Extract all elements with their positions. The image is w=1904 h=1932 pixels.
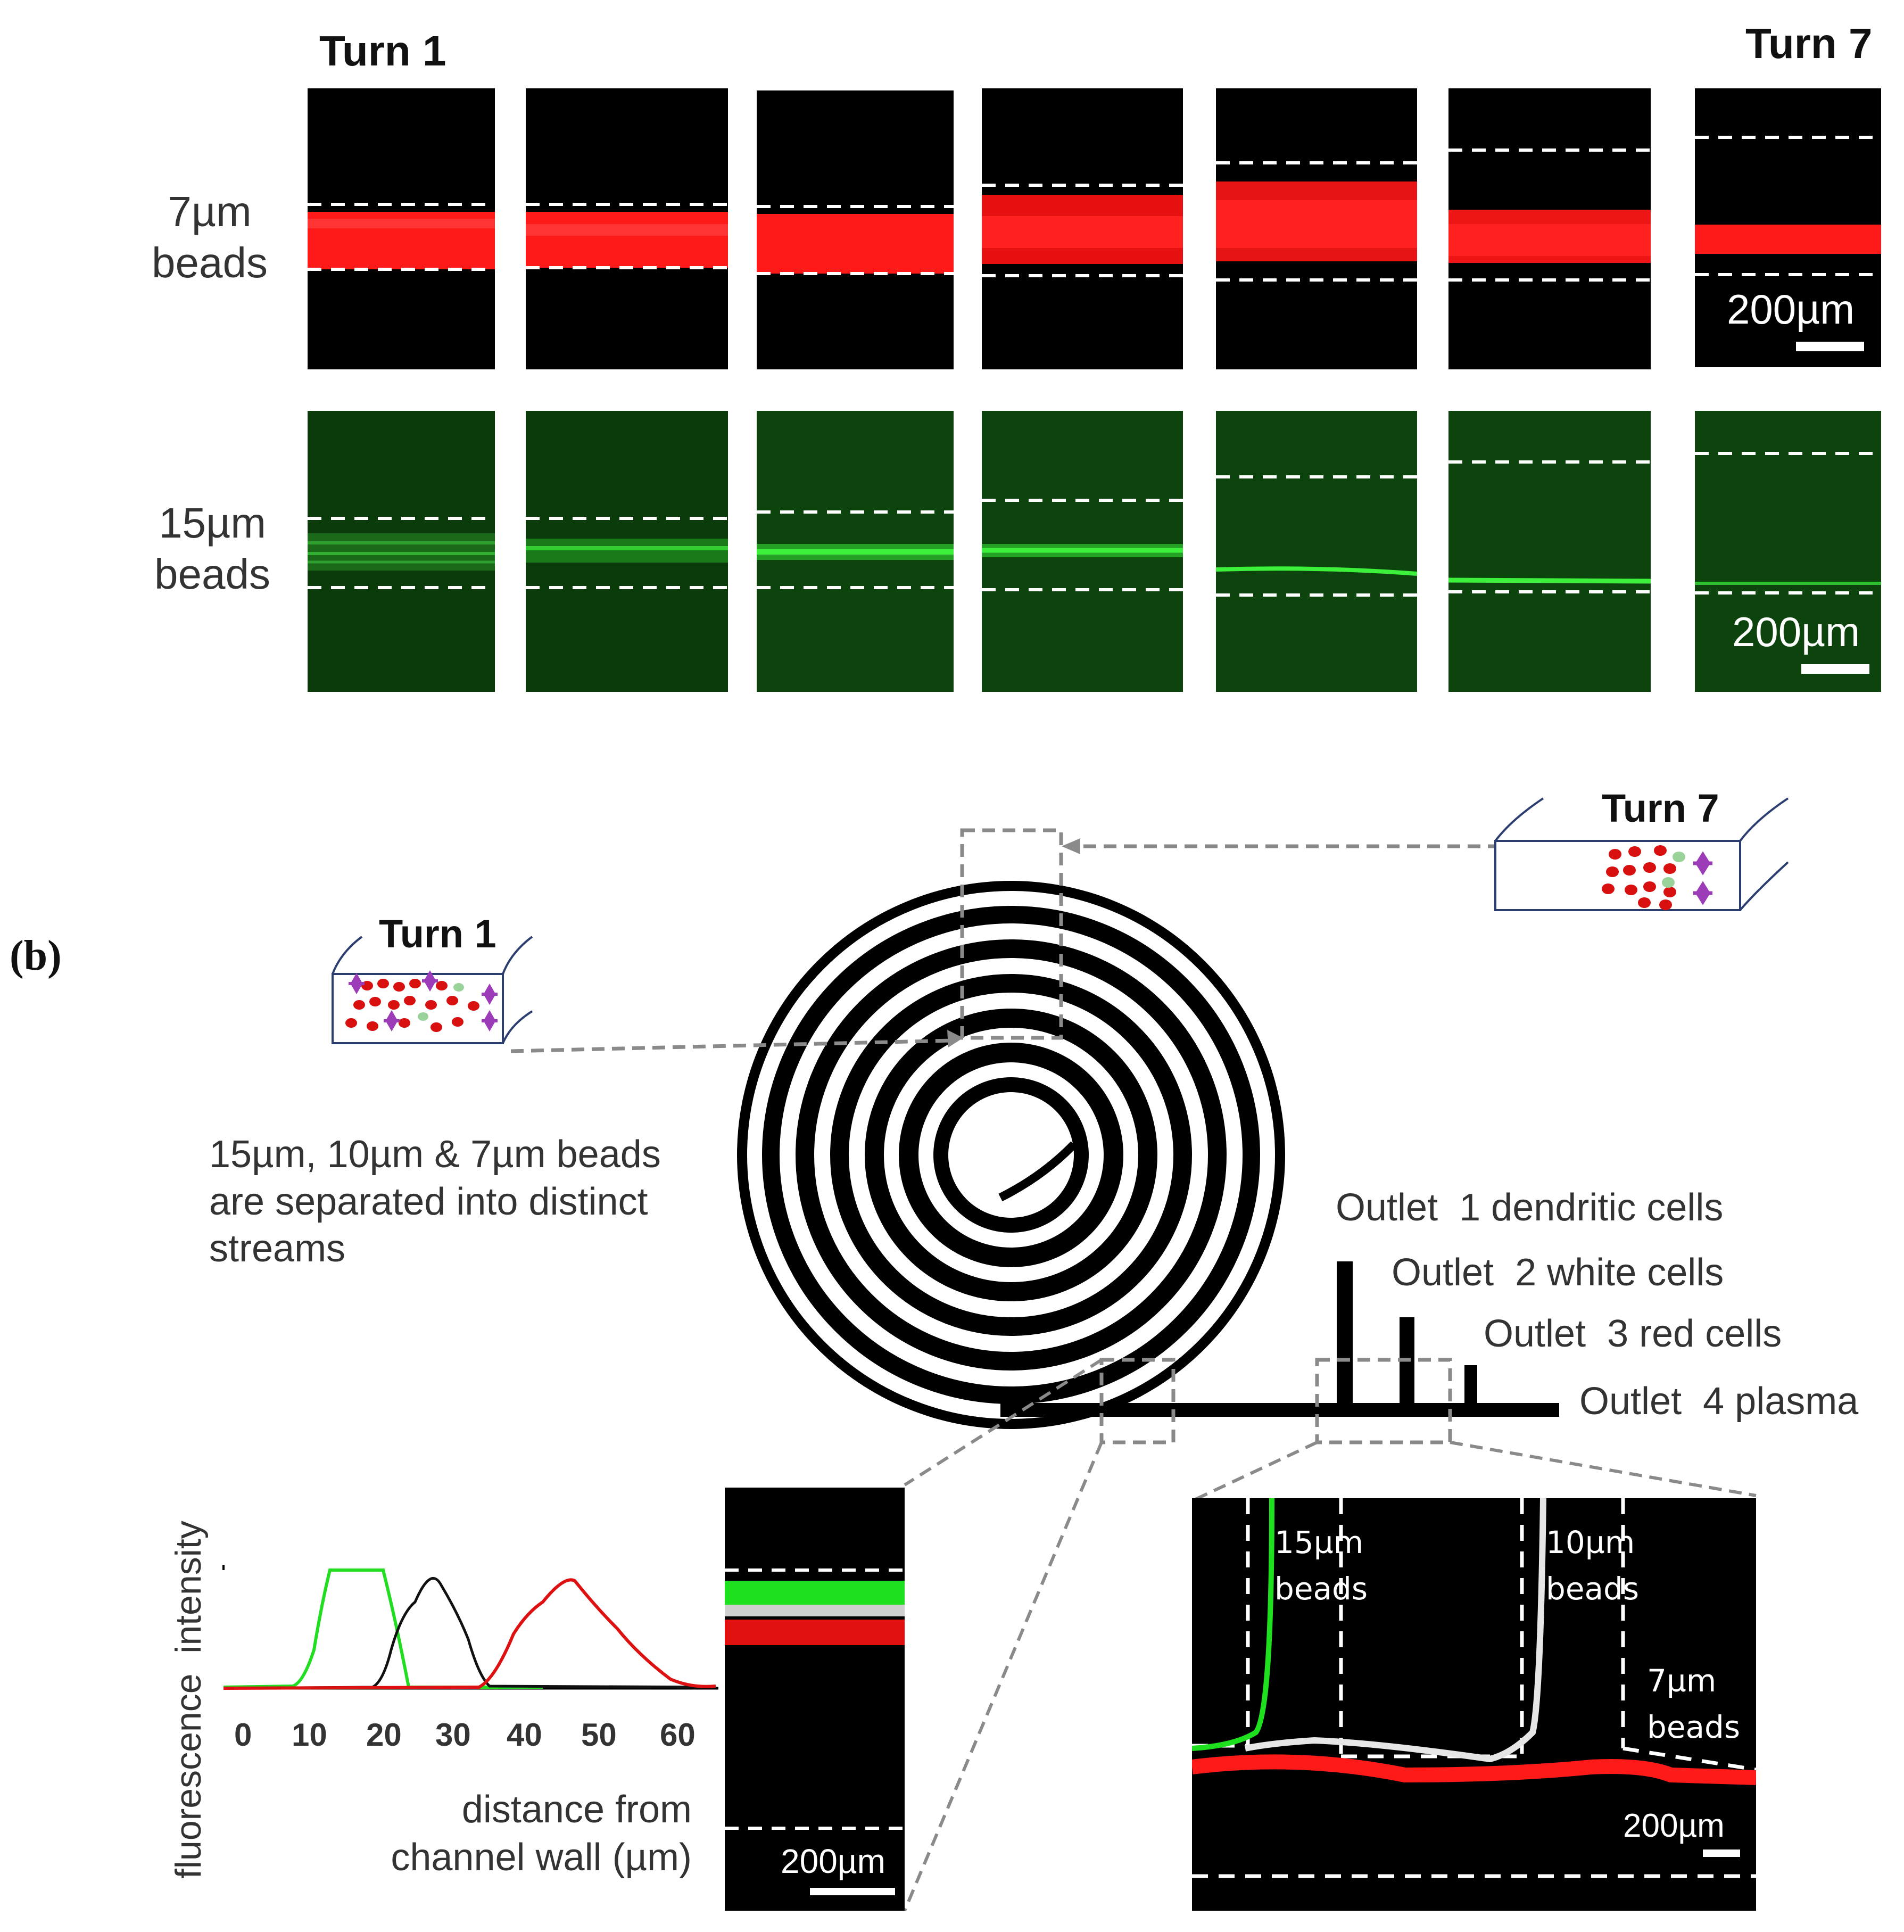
outlet-3-label: Outlet 3 red cells — [1484, 1312, 1782, 1355]
inset-scale-bar — [810, 1888, 895, 1895]
red-panel-6 — [1448, 88, 1651, 369]
separation-description: 15µm, 10µm & 7µm beads are separated int… — [209, 1133, 661, 1270]
red-scale-bar — [1796, 342, 1864, 351]
x-tick: 20 — [366, 1717, 402, 1753]
x-tick: 50 — [581, 1717, 617, 1753]
green-scale-label: 200µm — [1732, 608, 1860, 655]
turn-1-box-label: Turn 1 — [379, 912, 496, 956]
red-scale-label: 200µm — [1727, 286, 1855, 333]
green-panel-1 — [308, 411, 495, 692]
row-red-label: 7µm beads — [152, 188, 268, 286]
plot-x-label: distance from channel wall (µm) — [391, 1788, 692, 1879]
green-panel-4 — [982, 411, 1183, 692]
red-panel-3 — [757, 90, 954, 369]
turn-7-box-label: Turn 7 — [1602, 786, 1719, 830]
red-panel-5 — [1216, 88, 1417, 369]
green-panel-6 — [1448, 411, 1651, 692]
turn-7-channel-box — [1494, 797, 1789, 911]
outlet-2-label: Outlet 2 white cells — [1392, 1251, 1724, 1294]
outlet-inset-scale-bar — [1703, 1850, 1740, 1857]
row-green-label: 15µm beads — [154, 499, 270, 598]
green-panel-2 — [526, 411, 728, 692]
panel-b-letter: (b) — [10, 932, 62, 979]
turn-1-channel-box — [332, 936, 533, 1044]
inset-label-7um: 7µm beads — [1647, 1663, 1741, 1745]
outlet-inset-scale-label: 200µm — [1623, 1807, 1725, 1844]
inset-label-10um: 10µm beads — [1546, 1524, 1640, 1607]
x-tick: 10 — [292, 1717, 327, 1753]
outlet-4-label: Outlet 4 plasma — [1579, 1380, 1859, 1423]
turn-1-heading: Turn 1 — [319, 27, 446, 75]
x-tick: 30 — [435, 1717, 471, 1753]
outlet-inset-image: 15µm beads 10µm beads 7µm beads 200µm — [1192, 1498, 1756, 1911]
x-tick: 60 — [660, 1717, 696, 1753]
plot-x-ticks: 0 10 20 30 40 50 60 — [223, 1716, 713, 1759]
green-scale-bar — [1801, 664, 1869, 674]
red-panel-2 — [526, 88, 728, 369]
red-panel-7: 200µm — [1695, 88, 1881, 367]
green-panel-7: 200µm — [1695, 411, 1881, 692]
red-panel-4 — [982, 88, 1183, 369]
green-panel-5 — [1216, 411, 1417, 692]
plot-y-label: fluorescence intensity — [168, 1521, 209, 1879]
outlet-1-label: Outlet 1 dendritic cells — [1336, 1186, 1724, 1229]
channel-inset-image: 200µm — [725, 1488, 905, 1911]
inset-scale-label: 200µm — [781, 1842, 885, 1880]
x-tick: 40 — [507, 1717, 542, 1753]
turn-7-heading: Turn 7 — [1745, 20, 1873, 67]
fluorescence-profile-plot — [222, 1565, 718, 1690]
green-panel-3 — [757, 411, 954, 692]
inset-label-15um: 15µm beads — [1274, 1524, 1368, 1607]
red-panel-1 — [308, 88, 495, 369]
x-tick: 0 — [234, 1717, 252, 1753]
